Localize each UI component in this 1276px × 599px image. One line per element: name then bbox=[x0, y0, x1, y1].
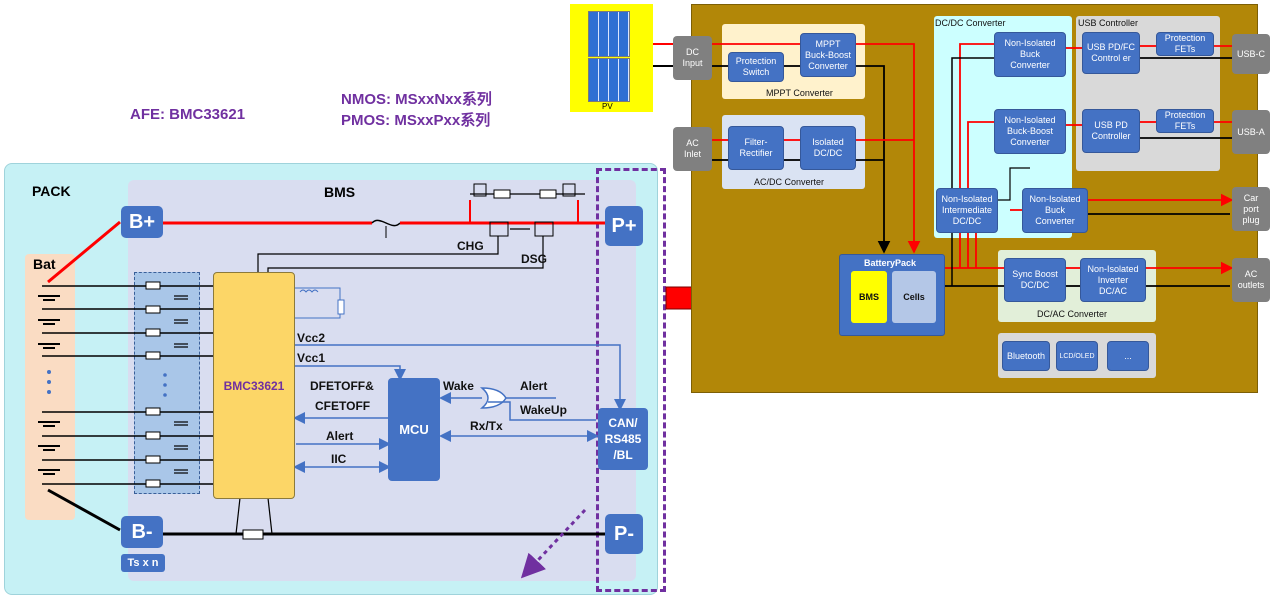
nmos-annotation: NMOS: MSxxNxx系列 bbox=[341, 91, 492, 108]
dcdc-group-title: DC/DC Converter bbox=[935, 18, 1006, 28]
pack-wiring bbox=[38, 183, 700, 579]
prot-fets1-block: Protection FETs bbox=[1156, 32, 1214, 56]
intermediate-dcdc-block: Non-Isolated Intermediate DC/DC bbox=[936, 188, 998, 233]
alert-left-label: Alert bbox=[326, 429, 354, 443]
usb-a-port: USB-A bbox=[1232, 110, 1270, 154]
mppt-converter-block: MPPT Buck-Boost Converter bbox=[800, 33, 856, 77]
afe-chip-label: BMC33621 bbox=[223, 378, 285, 393]
acdc-group-title: AC/DC Converter bbox=[754, 177, 825, 187]
pack-title: PACK bbox=[32, 183, 71, 199]
alert-right-label: Alert bbox=[520, 379, 548, 393]
pv-cells-bottom bbox=[588, 58, 630, 102]
pmos-annotation: PMOS: MSxxPxx系列 bbox=[341, 112, 491, 129]
pv-label: PV bbox=[602, 102, 613, 111]
comm-block: CAN/ RS485 /BL bbox=[598, 408, 648, 470]
bat-panel bbox=[25, 254, 75, 520]
lcd-block: LCD/OLED bbox=[1056, 341, 1098, 371]
ts-label: Ts x n bbox=[121, 554, 165, 572]
iic-label: IIC bbox=[331, 452, 347, 466]
cells-sub-label: Cells bbox=[903, 292, 925, 302]
prot-fets2-block: Protection FETs bbox=[1156, 109, 1214, 133]
afe-chip: BMC33621 bbox=[213, 272, 295, 499]
p-plus-terminal: P+ bbox=[605, 206, 643, 246]
buckboost-block: Non-Isolated Buck-Boost Converter bbox=[994, 109, 1066, 154]
usb-pd-block: USB PD Controller bbox=[1082, 109, 1140, 153]
cells-sub-block: Cells bbox=[892, 271, 936, 323]
cfetoff-label: CFETOFF bbox=[315, 399, 371, 413]
mcu-label: MCU bbox=[399, 422, 429, 437]
sync-boost-block: Sync Boost DC/DC bbox=[1004, 258, 1066, 302]
wakeup-label: WakeUp bbox=[520, 403, 567, 417]
ac-outlets-port: AC outlets bbox=[1232, 258, 1270, 302]
buck1-block: Non-Isolated Buck Converter bbox=[994, 32, 1066, 77]
dcac-group-title: DC/AC Converter bbox=[1037, 309, 1108, 319]
bat-label: Bat bbox=[33, 256, 56, 272]
vcc2-label: Vcc2 bbox=[297, 331, 326, 345]
chg-label: CHG bbox=[457, 239, 484, 253]
filter-rectifier-block: Filter- Rectifier bbox=[728, 126, 784, 170]
wake-label: Wake bbox=[443, 379, 474, 393]
inverter-block: Non-Isolated Inverter DC/AC bbox=[1080, 258, 1146, 302]
bluetooth-block: Bluetooth bbox=[1002, 341, 1050, 371]
b-plus-terminal: B+ bbox=[121, 206, 163, 238]
vcc1-label: Vcc1 bbox=[297, 351, 326, 365]
comm-label: CAN/ RS485 /BL bbox=[604, 416, 642, 462]
usb-group-title: USB Controller bbox=[1078, 18, 1139, 28]
pv-panel: PV bbox=[570, 4, 653, 112]
usb-pdfc-block: USB PD/FC Control er bbox=[1082, 32, 1140, 74]
bms-title: BMS bbox=[324, 184, 356, 200]
ac-inlet-block: AC Inlet bbox=[673, 127, 712, 171]
buck2-block: Non-Isolated Buck Converter bbox=[1022, 188, 1088, 233]
dfetoff-label: DFETOFF& bbox=[310, 379, 374, 393]
comm-dashed-boundary bbox=[596, 168, 666, 592]
p-minus-terminal: P- bbox=[605, 514, 643, 554]
batterypack-title: BatteryPack bbox=[864, 258, 917, 268]
dsg-label: DSG bbox=[521, 252, 548, 266]
rxtx-label: Rx/Tx bbox=[470, 419, 503, 433]
bms-sub-label: BMS bbox=[859, 292, 879, 302]
mcu-chip: MCU bbox=[388, 378, 440, 481]
bms-panel bbox=[128, 180, 636, 581]
more-block: ... bbox=[1107, 341, 1149, 371]
afe-annotation: AFE: BMC33621 bbox=[130, 106, 246, 123]
isolated-dcdc-block: Isolated DC/DC bbox=[800, 126, 856, 170]
dc-input-block: DC Input bbox=[673, 36, 712, 80]
batterypack-block: BatteryPack BMS Cells bbox=[839, 254, 945, 336]
pv-cells-top bbox=[588, 11, 630, 57]
protection-switch-block: Protection Switch bbox=[728, 52, 784, 82]
car-port-plug: Car port plug bbox=[1232, 187, 1270, 231]
mppt-group-title: MPPT Converter bbox=[766, 88, 833, 98]
b-minus-terminal: B- bbox=[121, 516, 163, 548]
bms-sub-block: BMS bbox=[851, 271, 887, 323]
usb-c-port: USB-C bbox=[1232, 34, 1270, 74]
